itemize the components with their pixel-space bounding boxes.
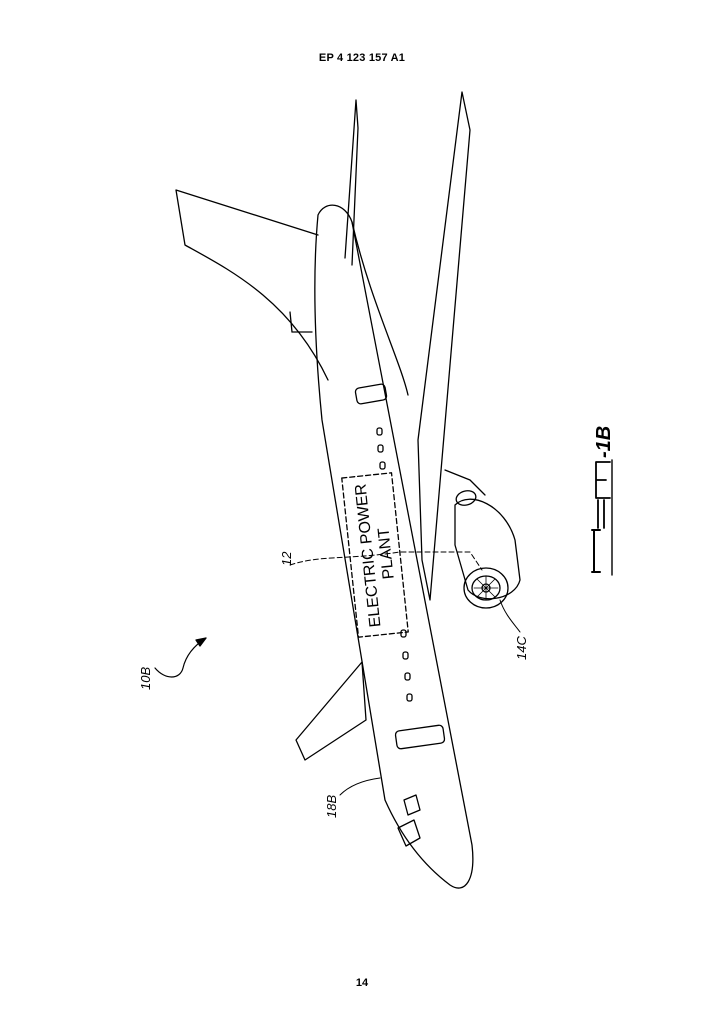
main-wing: [418, 92, 470, 600]
leader-line-14c: [500, 600, 520, 632]
vertical-stabilizer-root: [290, 312, 312, 332]
horizontal-stabilizer-lower: [296, 662, 366, 760]
cockpit-windows: [398, 795, 420, 846]
figure-number: -1B: [593, 426, 615, 458]
ref-18b: 18B: [324, 795, 339, 818]
page-number: 14: [0, 977, 724, 989]
vertical-stabilizer: [176, 190, 328, 380]
engine-nacelle-14c: [445, 470, 520, 608]
figure-label: -1B: [592, 426, 615, 575]
ref-14c: 14C: [514, 636, 529, 660]
ref-12: 12: [279, 551, 294, 566]
ref-10b: 10B: [138, 667, 153, 690]
leader-line-18b: [340, 778, 380, 795]
